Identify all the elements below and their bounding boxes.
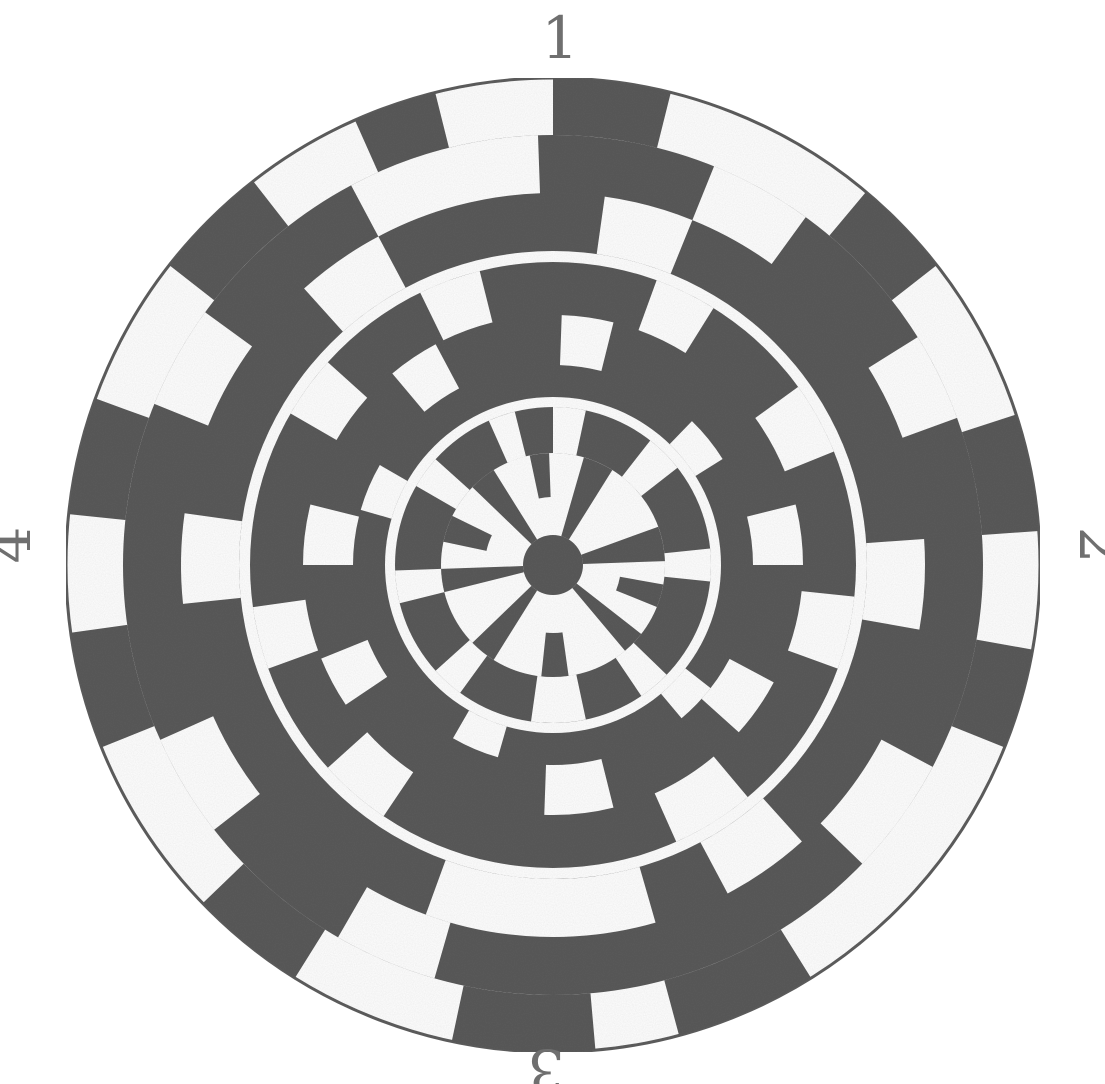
- maze-segment-45: [664, 548, 711, 581]
- maze-segment-22: [181, 513, 242, 604]
- maze-segment-5: [452, 986, 596, 1052]
- maze-segment-47: [531, 675, 586, 723]
- maze-segment-19: [862, 539, 925, 630]
- orientation-label-2: 2: [1066, 527, 1105, 564]
- maze-rings: [66, 78, 1040, 1052]
- maze-segment-35: [544, 759, 613, 815]
- center-hub: [523, 535, 583, 595]
- orientation-label-1: 1: [542, 4, 579, 72]
- orientation-label-4: 4: [0, 527, 44, 564]
- orientation-label-3: 3: [528, 1036, 565, 1084]
